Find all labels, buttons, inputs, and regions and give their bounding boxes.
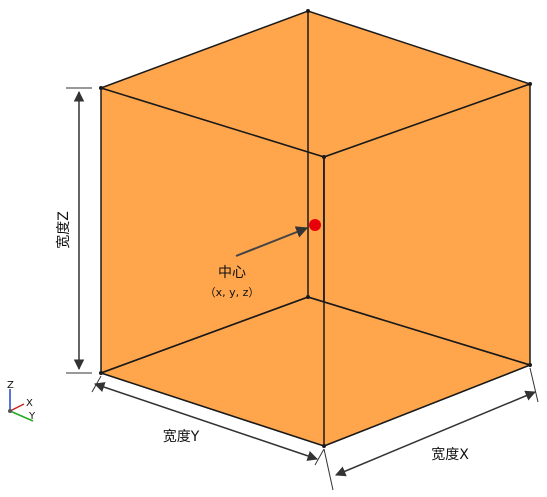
- width-y-label: 宽度Y: [163, 428, 200, 445]
- triad-x-axis: [9, 403, 25, 412]
- axis-triad: Z X Y: [7, 380, 36, 422]
- width-x-label: 宽度X: [431, 446, 469, 463]
- width-z-label: 宽度Z: [55, 211, 72, 249]
- dimension-y: 宽度Y: [91, 375, 325, 466]
- center-label: 中心: [218, 265, 246, 281]
- triad-y-axis: [9, 410, 34, 422]
- center-coords-label: （x, y, z）: [205, 286, 260, 299]
- dimension-z: 宽度Z: [55, 87, 92, 374]
- back-left-edge: [100, 296, 309, 374]
- back-right-edge: [307, 296, 531, 366]
- triad-z-label: Z: [7, 380, 14, 391]
- triad-y-label: Y: [28, 411, 36, 422]
- center-point: [309, 219, 321, 231]
- triad-x-label: X: [26, 398, 33, 409]
- dimension-x: 宽度X: [323, 367, 539, 491]
- box: [98, 9, 533, 448]
- vertex-markers: [99, 9, 532, 448]
- center-leader-arrow: [235, 226, 309, 257]
